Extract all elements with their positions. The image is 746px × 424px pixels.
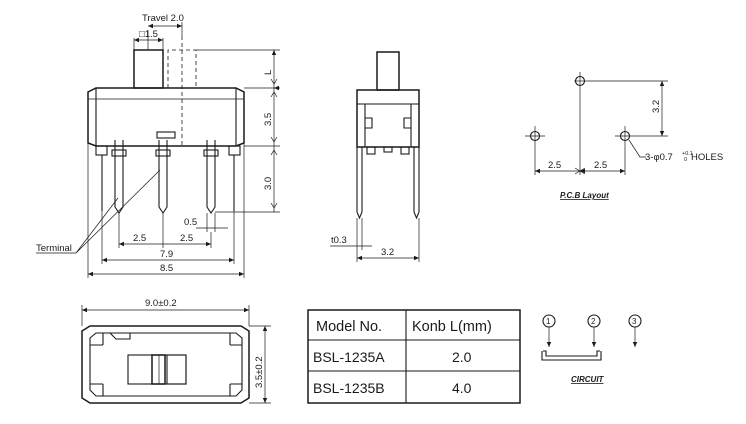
pcb-pitch-right-label: 2.5 [594, 160, 607, 171]
knob-outline [133, 49, 164, 89]
knob-width-label: □1.5 [139, 29, 158, 40]
bottom-length-label: 9.0±0.2 [145, 298, 177, 309]
terminal-thickness-label: t0.3 [331, 235, 347, 246]
side-knob [376, 51, 400, 91]
circuit-terminal-3-label: 3 [632, 317, 637, 326]
spec-table: Model No. Konb L(mm) BSL-1235A 2.0 BSL-1… [307, 309, 521, 404]
table-row-2-length: 4.0 [452, 380, 472, 396]
circuit-diagram: 1 2 3 CIRCUIT [541, 314, 642, 384]
terminal-pin-left [114, 140, 124, 214]
pcb-layout: 3.2 2.5 2.5 3-φ0.7 +0.1 0 HOLES P.C.B La… [525, 72, 723, 200]
pcb-vertical-label: 3.2 [651, 100, 662, 113]
table-header-knob-length: Konb L(mm) [412, 319, 492, 335]
pcb-layout-caption: P.C.B Layout [560, 191, 609, 200]
pcb-holes-label: 3-φ0.7 [645, 152, 673, 163]
pcb-holes-tol-upper: +0.1 [682, 151, 693, 157]
pin-pitch-left-label: 2.5 [133, 233, 146, 244]
travel-dimension-label: Travel 2.0 [142, 13, 184, 24]
table-row-2-model: BSL-1235B [313, 380, 385, 396]
slide-window [127, 354, 187, 385]
pin-pitch-right-label: 2.5 [180, 233, 193, 244]
table-row-1-length: 2.0 [452, 349, 472, 365]
pin-height-label: 3.0 [263, 177, 274, 190]
circuit-slider-contact [543, 350, 600, 357]
body-height-label: 3.5 [263, 113, 274, 126]
terminal-pin-center [158, 140, 168, 214]
bottom-depth-label: 3.5±0.2 [254, 356, 265, 388]
terminal-pin-right [206, 140, 216, 214]
side-width-label: 3.2 [381, 247, 394, 258]
front-view: Travel 2.0 □1.5 L 3.5 3.0 0.5 2.5 2.5 [36, 13, 280, 278]
table-row-1-model: BSL-1235A [313, 349, 385, 365]
knob-alternate-position [167, 49, 197, 88]
bottom-body-outline [81, 325, 250, 404]
bottom-view: 9.0±0.2 3.5±0.2 [81, 298, 271, 404]
side-view: t0.3 3.2 [330, 51, 420, 262]
pcb-holes-suffix: HOLES [691, 152, 723, 163]
slide-actuator [151, 354, 166, 385]
pcb-pitch-left-label: 2.5 [548, 160, 561, 171]
pin-span-label: 7.9 [160, 249, 173, 260]
pin-width-label: 0.5 [184, 217, 197, 228]
terminal-label: Terminal [36, 243, 72, 254]
table-header-model: Model No. [316, 319, 382, 335]
circuit-terminal-1-label: 1 [546, 317, 551, 326]
switch-body [87, 87, 245, 147]
circuit-terminal-2-label: 2 [591, 317, 596, 326]
pcb-holes-tol-lower: 0 [684, 157, 687, 163]
overall-width-label: 8.5 [160, 263, 173, 274]
circuit-caption: CIRCUIT [571, 375, 605, 384]
knob-length-l-label: L [263, 70, 274, 75]
